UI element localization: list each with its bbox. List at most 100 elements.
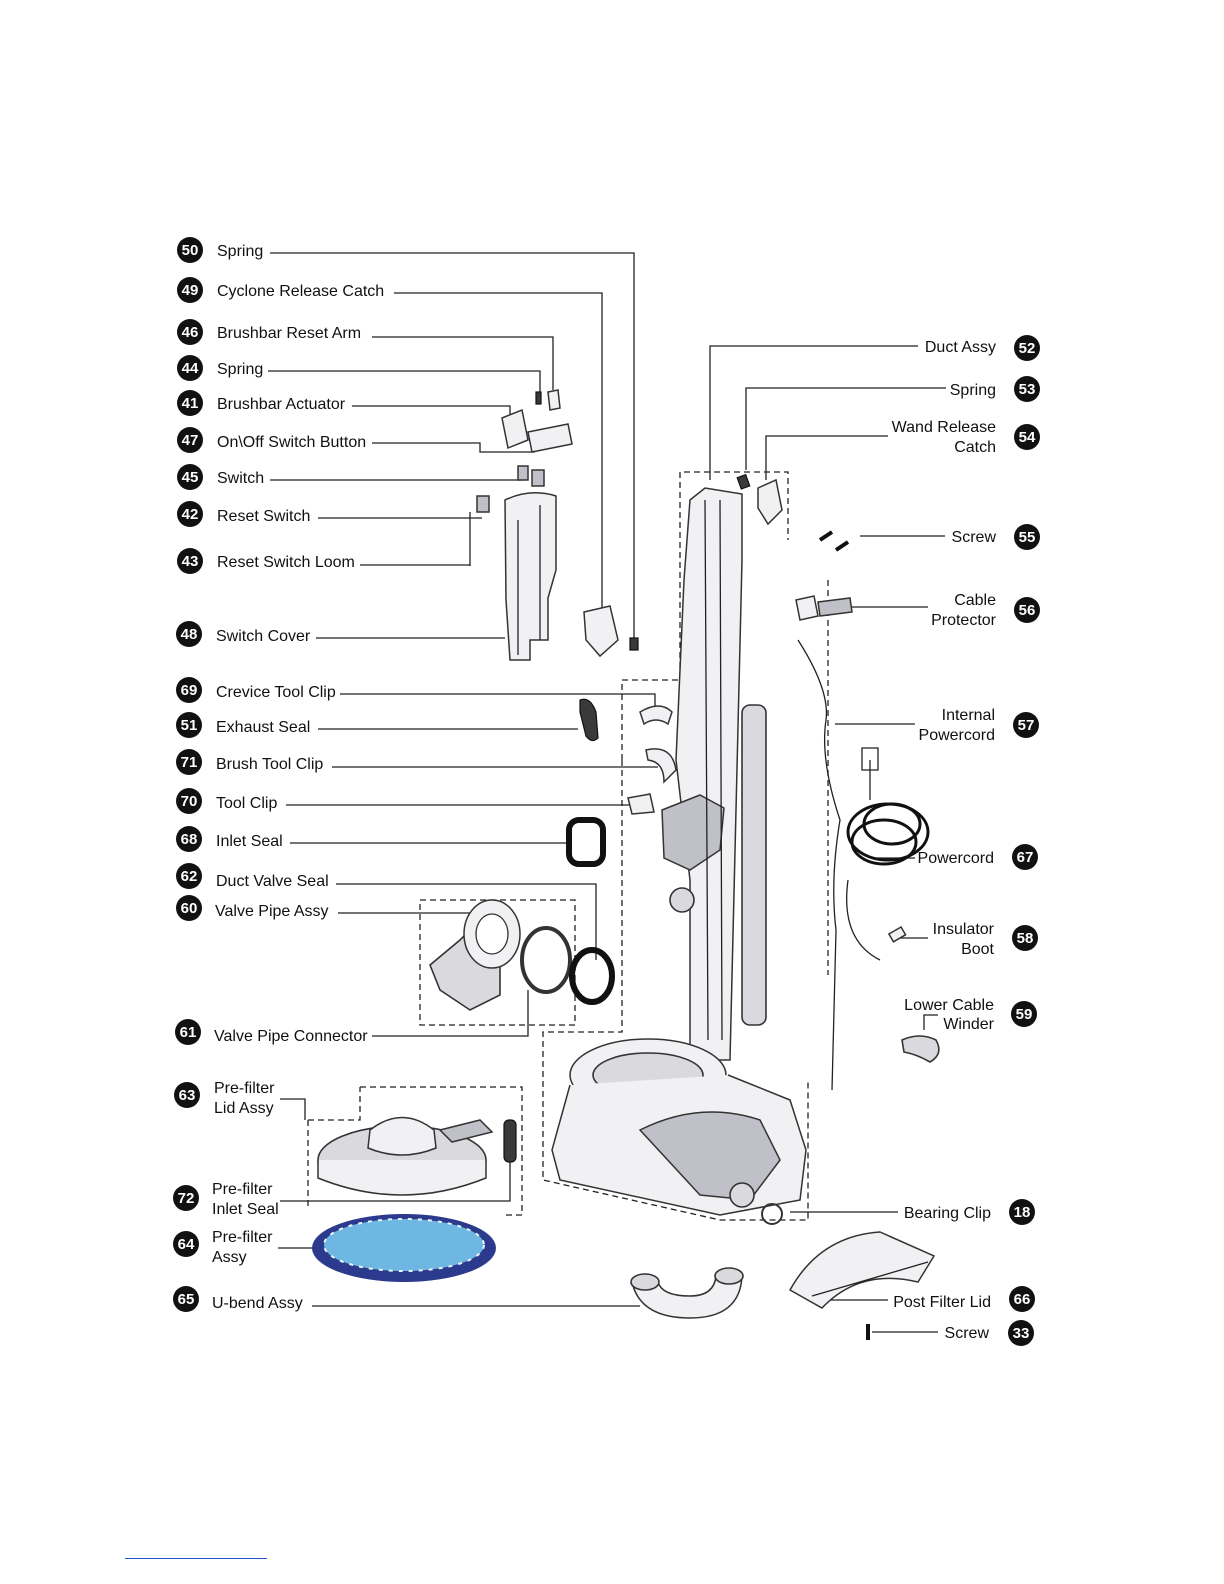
callout-60: 60 Valve Pipe Assy [176,895,329,921]
callout-69: 69 Crevice Tool Clip [176,677,336,703]
svg-text:68: 68 [181,831,198,848]
svg-text:Duct Assy: Duct Assy [925,339,996,356]
svg-text:18: 18 [1014,1204,1031,1221]
callout-66: Post Filter Lid 66 [893,1286,1035,1312]
bearing-clip-part [761,1203,783,1225]
inlet-seal-part [566,817,606,867]
svg-text:Wand Release: Wand Release [892,419,996,436]
spring-53-part [736,473,751,490]
svg-text:Winder: Winder [943,1016,994,1033]
svg-text:Brushbar Actuator: Brushbar Actuator [217,396,346,413]
svg-text:Pre-filter: Pre-filter [212,1229,273,1246]
svg-text:62: 62 [181,868,198,885]
svg-text:63: 63 [179,1087,196,1104]
reset-switch-part [469,495,490,566]
switch-part [517,465,545,487]
brushbar-reset-arm-part [547,389,561,411]
callout-58: Insulator Boot 58 [933,921,1038,958]
callout-52: Duct Assy 52 [925,335,1040,361]
callout-67: Powercord 67 [918,844,1038,870]
cyclone-release-catch-part [583,605,619,658]
svg-text:58: 58 [1017,930,1034,947]
svg-text:Catch: Catch [954,439,996,456]
cable-protector-part [795,595,853,621]
powercord-part [846,747,930,961]
svg-text:Spring: Spring [950,382,996,399]
spring-44-part [535,391,542,405]
svg-text:Protector: Protector [931,612,997,629]
svg-text:Crevice Tool Clip: Crevice Tool Clip [216,684,336,701]
svg-text:33: 33 [1013,1325,1030,1342]
switch-cover-part [504,492,557,661]
callout-49: 49 Cyclone Release Catch [177,277,384,303]
callout-71: 71 Brush Tool Clip [176,749,323,775]
brush-tool-clip-part [645,748,677,784]
callout-64: 64 Pre-filter Assy [173,1229,273,1266]
svg-text:Lower Cable: Lower Cable [904,997,994,1014]
callout-43: 43 Reset Switch Loom [177,548,355,574]
callout-55: Screw 55 [952,524,1040,550]
cyclone-base-part [551,1038,807,1216]
svg-text:48: 48 [181,626,198,643]
leader-lines [268,252,946,1333]
svg-text:Switch Cover: Switch Cover [216,628,311,645]
svg-text:59: 59 [1016,1006,1033,1023]
callout-65: 65 U-bend Assy [173,1286,303,1312]
callout-59: Lower Cable Winder 59 [904,997,1037,1033]
callout-46: 46 Brushbar Reset Arm [177,319,361,345]
callout-47: 47 On\Off Switch Button [177,427,366,453]
exhaust-seal-part [579,698,599,742]
svg-text:Reset Switch: Reset Switch [217,508,310,525]
callout-41: 41 Brushbar Actuator [177,390,346,416]
wand-release-catch-part [757,478,783,526]
callout-18: Bearing Clip 18 [904,1199,1035,1225]
insulator-boot-part [887,926,907,943]
svg-text:Brush Tool Clip: Brush Tool Clip [216,756,323,773]
svg-text:60: 60 [181,900,198,917]
svg-text:Spring: Spring [217,361,263,378]
callout-42: 42 Reset Switch [177,501,310,527]
screw-55-part [818,530,850,552]
svg-text:51: 51 [181,717,198,734]
svg-text:Tool Clip: Tool Clip [216,795,277,812]
callout-44: 44 Spring [177,355,263,381]
svg-text:Brushbar Reset Arm: Brushbar Reset Arm [217,325,361,342]
svg-text:66: 66 [1014,1291,1031,1308]
lower-cable-winder-part [901,1035,940,1063]
svg-text:50: 50 [182,242,199,259]
svg-text:Powercord: Powercord [919,727,995,744]
duct-valve-seal-part [569,947,615,1005]
svg-text:Screw: Screw [945,1325,990,1342]
svg-text:U-bend Assy: U-bend Assy [212,1295,303,1312]
svg-text:65: 65 [178,1291,195,1308]
svg-text:72: 72 [178,1190,195,1207]
callout-48: 48 Switch Cover [176,621,311,647]
svg-text:Duct Valve Seal: Duct Valve Seal [216,873,329,890]
svg-text:69: 69 [181,682,198,699]
callout-61: 61 Valve Pipe Connector [175,1019,368,1045]
pre-filter-inlet-seal-part [503,1119,517,1163]
callout-56: Cable Protector 56 [931,592,1040,629]
svg-text:Inlet Seal: Inlet Seal [216,833,283,850]
callout-57: Internal Powercord 57 [919,707,1039,744]
svg-text:47: 47 [182,432,199,449]
svg-text:43: 43 [182,553,199,570]
svg-text:Reset Switch Loom: Reset Switch Loom [217,554,355,571]
callout-53: Spring 53 [950,376,1040,402]
callout-50: 50 Spring [177,237,263,263]
crevice-tool-clip-part [639,705,673,726]
tool-clip-part [627,793,655,815]
svg-text:Cable: Cable [954,592,996,609]
svg-text:Internal: Internal [942,707,995,724]
svg-text:46: 46 [182,324,199,341]
svg-text:Bearing Clip: Bearing Clip [904,1205,991,1222]
svg-text:Insulator: Insulator [933,921,995,938]
valve-pipe-assy-part [429,899,521,1011]
svg-text:Powercord: Powercord [918,850,994,867]
valve-pipe-connector-part [520,926,572,994]
svg-text:67: 67 [1017,849,1034,866]
svg-text:56: 56 [1019,602,1036,619]
callout-68: 68 Inlet Seal [176,826,283,852]
svg-text:Post Filter Lid: Post Filter Lid [893,1294,991,1311]
